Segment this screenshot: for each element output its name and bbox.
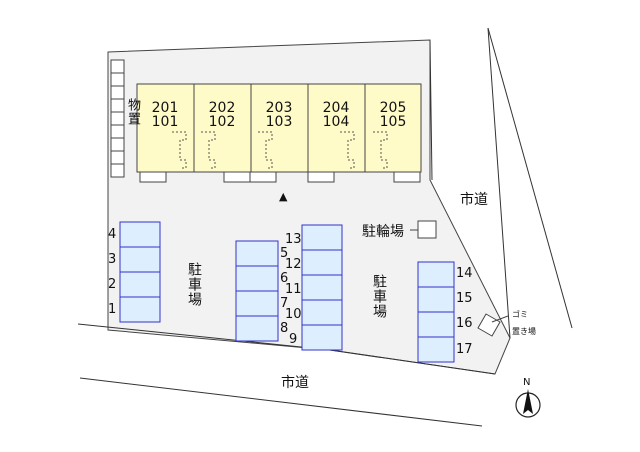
parking-number-7: 7 bbox=[280, 296, 289, 311]
parking-number-6: 6 bbox=[280, 271, 289, 286]
parking-number-8: 8 bbox=[280, 321, 289, 336]
road-edge-south-2 bbox=[79, 377, 483, 427]
bicycle-parking-label: 駐輪場 bbox=[362, 224, 404, 240]
road-label-east: 市道 bbox=[460, 192, 488, 208]
road-edge-east-2 bbox=[487, 27, 511, 339]
unit-label-lower-1: 101 bbox=[151, 114, 179, 130]
parking-number-16: 16 bbox=[456, 316, 473, 331]
unit-stairs bbox=[172, 131, 388, 169]
parking-number-13: 13 bbox=[285, 232, 302, 247]
garbage-label-line2: 置き場 bbox=[512, 327, 536, 336]
parking-number-15: 15 bbox=[456, 291, 473, 306]
unit-label-upper-3: 203 bbox=[265, 100, 293, 116]
unit-label-upper-2: 202 bbox=[208, 100, 236, 116]
parking-number-1: 1 bbox=[108, 302, 117, 317]
building bbox=[136, 83, 422, 173]
parking-number-5: 5 bbox=[280, 246, 289, 261]
parking-number-12: 12 bbox=[285, 257, 302, 272]
road-edge-south-3 bbox=[329, 349, 496, 375]
parking-number-14: 14 bbox=[456, 266, 473, 281]
parking-number-3: 3 bbox=[108, 252, 117, 267]
road-edge-east-1 bbox=[429, 39, 433, 181]
unit-label-upper-1: 201 bbox=[151, 100, 179, 116]
parking-label-east: 駐車場 bbox=[371, 274, 387, 319]
garbage-area bbox=[477, 313, 501, 337]
north-arrow-icon bbox=[515, 389, 541, 418]
parking-number-2: 2 bbox=[108, 277, 117, 292]
parking-mid-left bbox=[235, 240, 279, 342]
garbage-leader bbox=[491, 315, 509, 323]
unit-label-upper-4: 204 bbox=[322, 100, 350, 116]
unit-dividers bbox=[193, 84, 366, 172]
parking-mid-right bbox=[301, 224, 343, 351]
parking-number-11: 11 bbox=[285, 282, 302, 297]
unit-label-lower-4: 104 bbox=[322, 114, 350, 130]
parking-left bbox=[119, 221, 161, 323]
storage-label: 物置 bbox=[125, 98, 140, 126]
parking-number-17: 17 bbox=[456, 342, 473, 357]
parking-right bbox=[417, 261, 455, 363]
garbage-label-line1: ゴミ bbox=[512, 310, 528, 319]
unit-label-upper-5: 205 bbox=[379, 100, 407, 116]
north-label: N bbox=[523, 377, 531, 388]
parking-number-4: 4 bbox=[108, 227, 117, 242]
unit-label-lower-3: 103 bbox=[265, 114, 293, 130]
bicycle-parking-box bbox=[417, 220, 437, 239]
unit-label-lower-2: 102 bbox=[208, 114, 236, 130]
storage-sheds bbox=[110, 59, 125, 178]
parking-label-west: 駐車場 bbox=[186, 262, 202, 307]
parking-number-10: 10 bbox=[285, 307, 302, 322]
unit-label-lower-5: 105 bbox=[379, 114, 407, 130]
road-label-south: 市道 bbox=[281, 375, 309, 391]
parking-number-9: 9 bbox=[289, 332, 298, 347]
road-edge-south-1 bbox=[77, 323, 331, 351]
entrance-marker-icon: ▲ bbox=[279, 190, 288, 203]
road-edge-east-3 bbox=[487, 27, 573, 329]
unit-porches bbox=[139, 171, 421, 183]
